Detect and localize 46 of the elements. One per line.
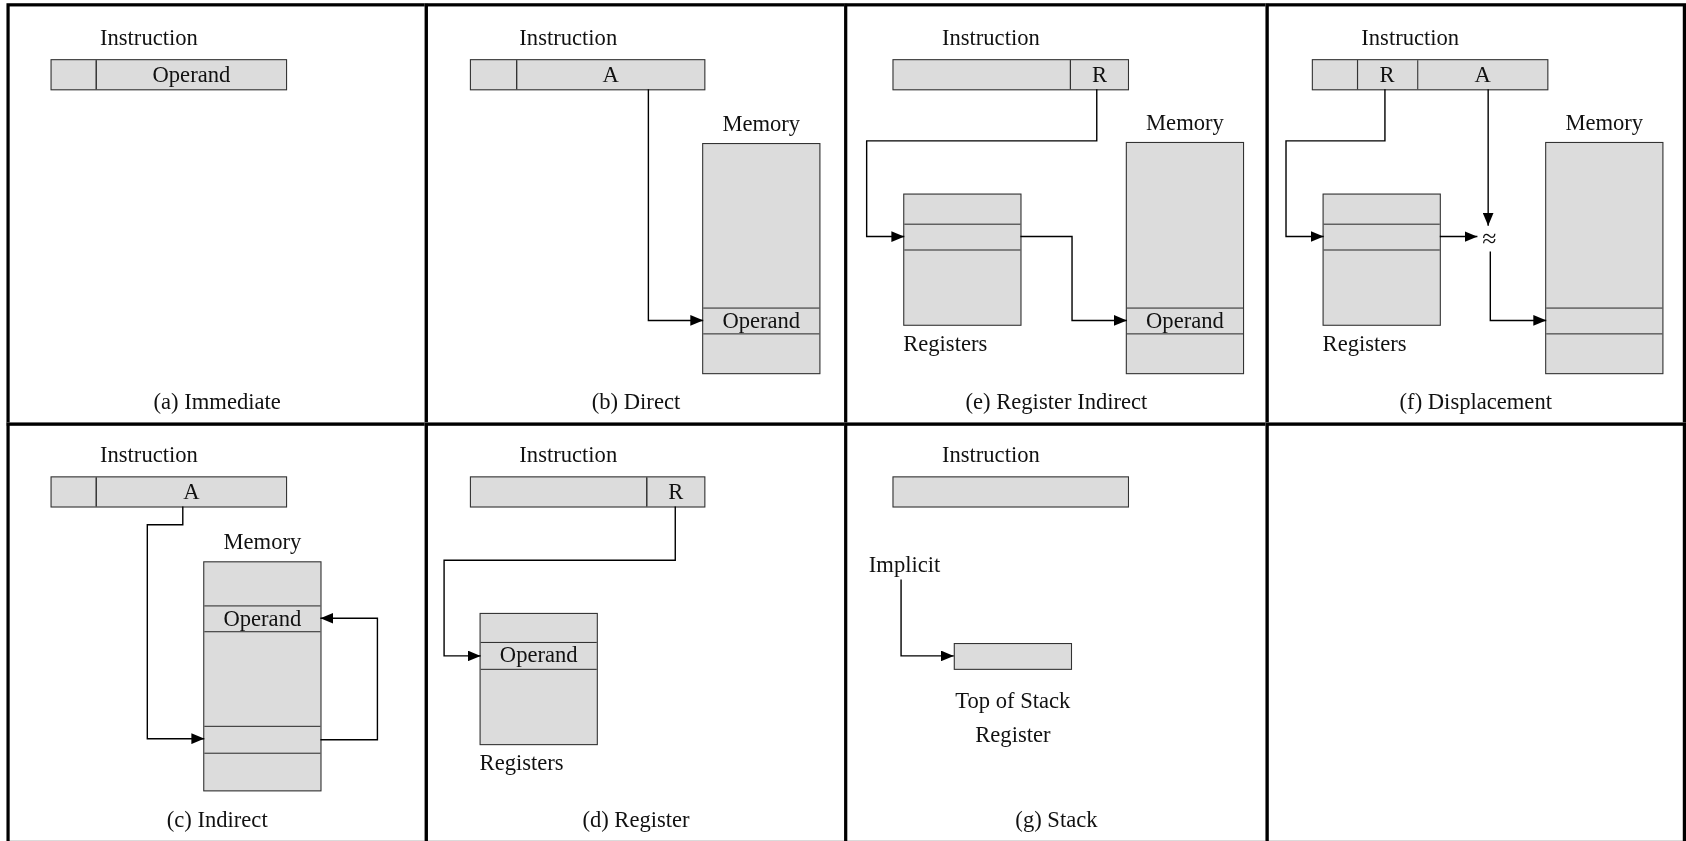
register-field: R — [1069, 60, 1128, 90]
memory-cell: Operand — [204, 605, 321, 633]
instruction-label: Instruction — [100, 441, 198, 468]
address-field: A — [1417, 60, 1548, 90]
arrow — [865, 88, 1098, 242]
panel-caption: (a) Immediate — [152, 388, 282, 414]
memory-label: Memory — [1564, 109, 1645, 136]
register-label: Top of Stack Register — [954, 686, 1072, 750]
instruction-label: Instruction — [519, 441, 618, 468]
arrow — [1019, 235, 1128, 326]
address-field: A — [95, 477, 286, 507]
registers-label: Registers — [479, 749, 564, 776]
panel-caption: (f) Displacement — [1398, 388, 1553, 414]
instruction-label: Instruction — [100, 24, 198, 51]
memory-cell: Operand — [703, 307, 820, 335]
registers-label: Registers — [1322, 330, 1407, 356]
arrow — [1439, 231, 1479, 242]
adder-symbol: ≈ — [1477, 225, 1502, 252]
arrow — [1489, 250, 1547, 326]
address-field: A — [516, 60, 705, 90]
instruction-label: Instruction — [941, 441, 1040, 468]
arrow — [1482, 88, 1494, 227]
instruction-label: Instruction — [519, 24, 618, 51]
register-cell: Operand — [480, 641, 597, 670]
implicit-label: Implicit — [868, 551, 966, 580]
operand-field: Operand — [95, 60, 286, 90]
registers-label: Registers — [903, 330, 988, 356]
memory-label: Memory — [721, 110, 802, 137]
arrow — [146, 505, 205, 745]
register-field: R — [646, 477, 705, 507]
memory-label: Memory — [1145, 109, 1225, 136]
instruction-label: Instruction — [941, 24, 1040, 51]
arrow — [319, 612, 379, 741]
instruction-label: Instruction — [1361, 24, 1460, 51]
register-field: R — [1357, 60, 1417, 90]
panel-caption: (b) Direct — [590, 388, 682, 414]
arrow — [443, 505, 676, 662]
arrow — [1285, 88, 1386, 242]
arrow — [647, 88, 704, 326]
panel-caption: (d) Register — [581, 806, 691, 833]
memory-label: Memory — [222, 529, 303, 555]
arrow — [900, 578, 955, 662]
panel-caption: (c) Indirect — [165, 806, 269, 833]
panel-caption: (e) Register Indirect — [964, 388, 1149, 414]
panel-caption: (g) Stack — [1014, 806, 1099, 833]
memory-cell: Operand — [1126, 307, 1243, 335]
